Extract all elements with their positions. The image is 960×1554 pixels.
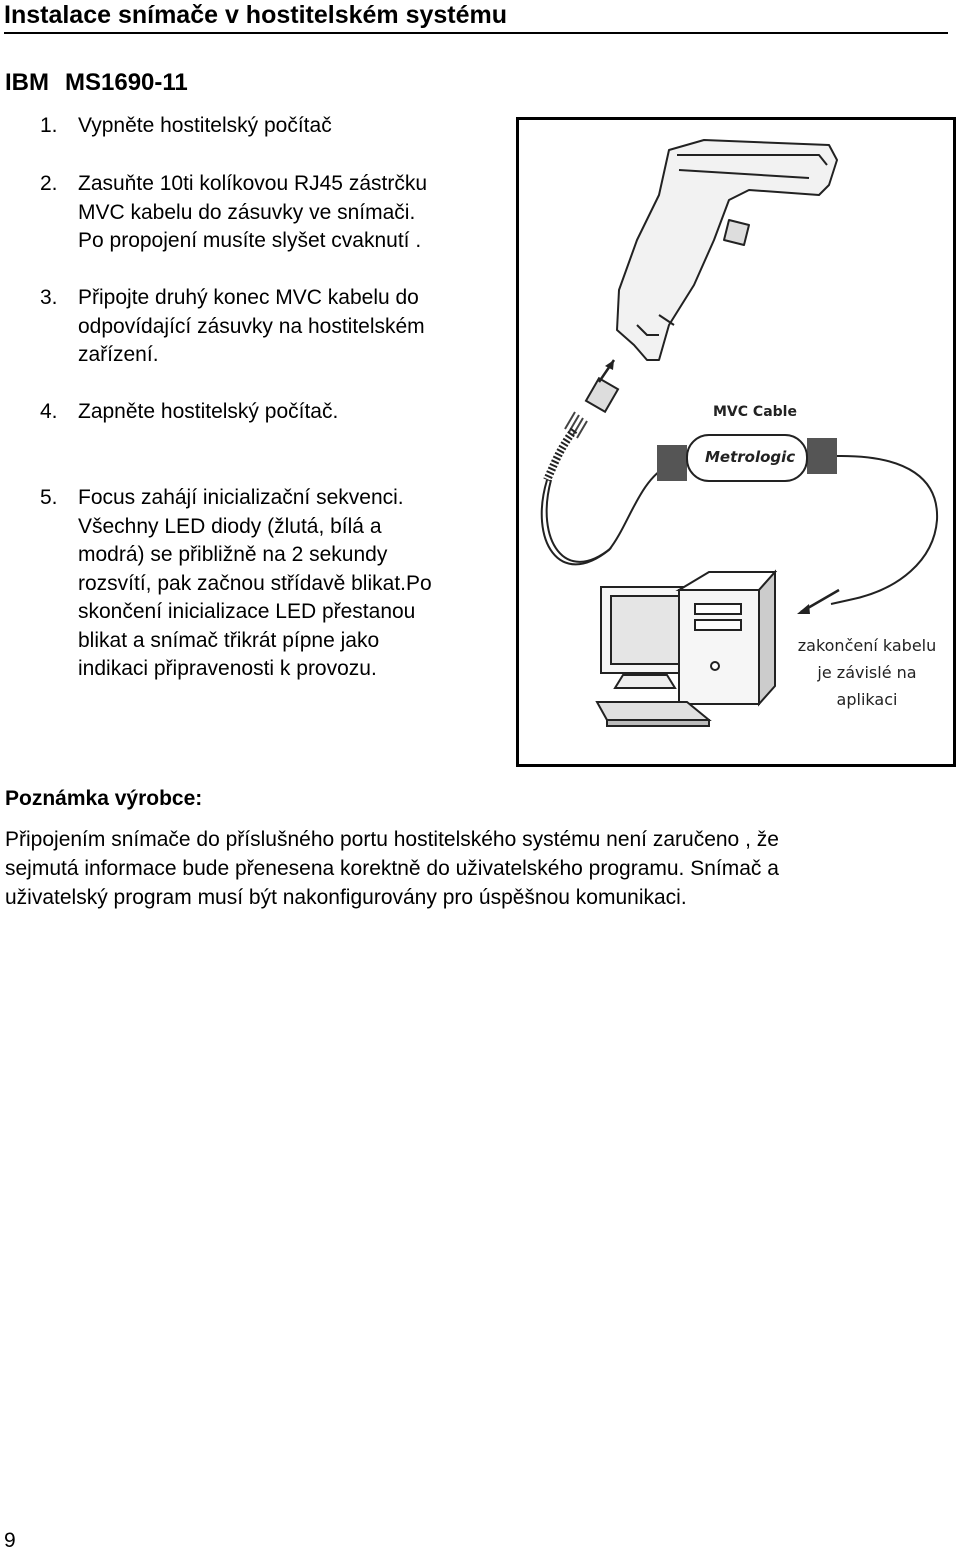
- ferrite-left-icon: [657, 445, 687, 481]
- step-item: 1. Vypněte hostitelský počítač: [40, 112, 510, 141]
- mvc-module-icon: [686, 434, 808, 482]
- model-brand: IBM: [5, 69, 49, 96]
- step-number: 1.: [40, 114, 58, 137]
- metrologic-logo: Metrologic: [705, 448, 796, 466]
- page-title: Instalace snímače v hostitelském systému: [4, 0, 948, 34]
- step-item: 3. Připojte druhý konec MVC kabelu do od…: [40, 284, 510, 370]
- scanner-icon: [616, 139, 838, 361]
- model-number: MS1690-11: [65, 69, 188, 96]
- step-number: 3.: [40, 286, 58, 309]
- step-number: 5.: [40, 486, 58, 509]
- manufacturer-note-text: Připojením snímače do příslušného portu …: [5, 828, 779, 909]
- step-text: Zasuňte 10ti kolíkovou RJ45 zástrčku MVC…: [78, 172, 428, 252]
- step-number: 2.: [40, 172, 58, 195]
- step-text: Připojte druhý konec MVC kabelu do odpov…: [78, 286, 425, 366]
- cable-end-icon: [830, 454, 939, 605]
- step-text: Vypněte hostitelský počítač: [78, 114, 332, 137]
- monitor-icon: [600, 586, 690, 689]
- connection-illustration: MVC Cable Metrologic zakončení kabelu je…: [516, 117, 956, 767]
- step-item: 4. Zapněte hostitelský počítač.: [40, 398, 510, 427]
- page-number: 9: [4, 1529, 16, 1552]
- step-item: 5. Focus zahájí inicializační sekvenci. …: [40, 484, 510, 684]
- coiled-cable-icon: [543, 427, 578, 482]
- step-text: Focus zahájí inicializační sekvenci. Vše…: [78, 486, 432, 680]
- plug-icon: [564, 376, 620, 439]
- computer-tower-icon: [675, 569, 778, 707]
- manufacturer-note-heading: Poznámka výrobce:: [5, 787, 203, 810]
- step-number: 4.: [40, 400, 58, 423]
- ferrite-right-icon: [807, 438, 837, 474]
- keyboard-icon: [595, 701, 712, 727]
- cable-end-note: zakončení kabelu je závislé na aplikaci: [797, 636, 937, 709]
- model-heading: IBM MS1690-11: [5, 68, 188, 98]
- step-text: Zapněte hostitelský počítač.: [78, 400, 339, 423]
- scanner-cable-computer-drawing: [540, 139, 939, 727]
- step-item: 2. Zasuňte 10ti kolíkovou RJ45 zástrčku …: [40, 170, 510, 256]
- cable-label: MVC Cable: [713, 404, 797, 420]
